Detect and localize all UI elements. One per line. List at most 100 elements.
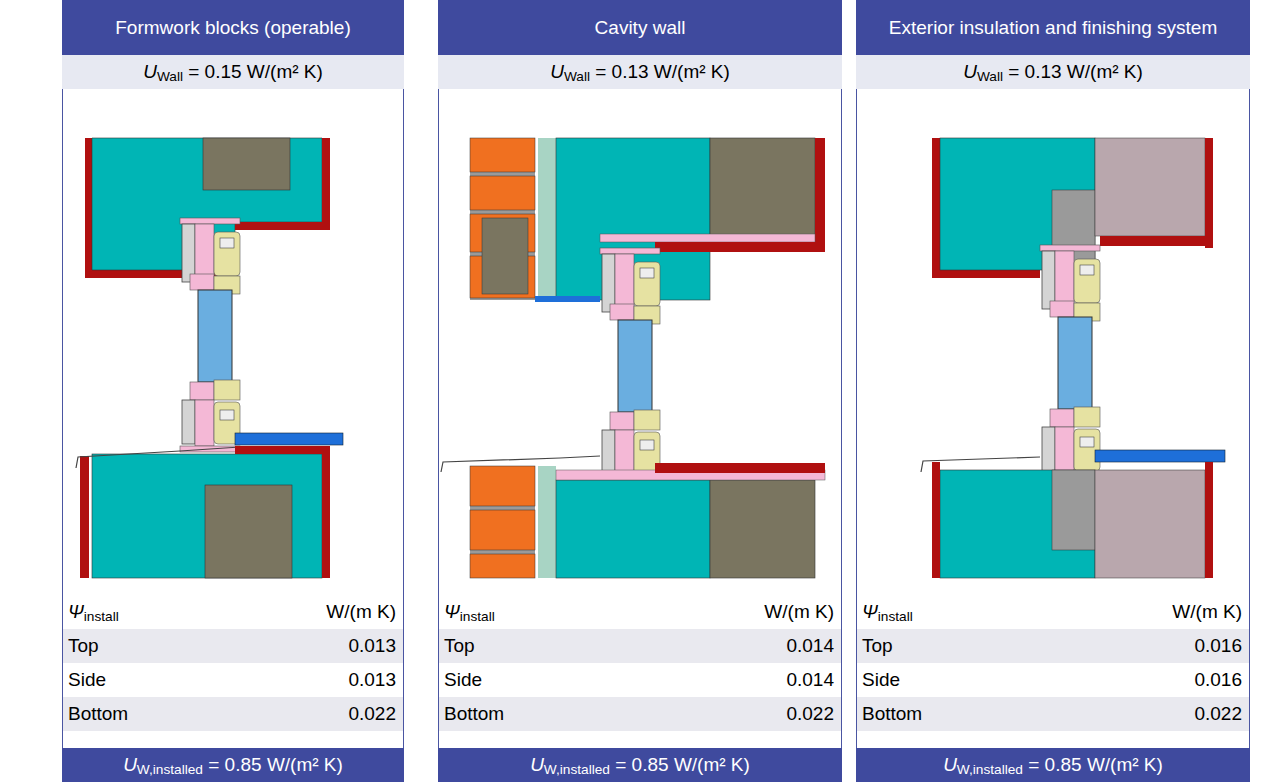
drawing-part: [535, 296, 600, 302]
symbol: U: [963, 61, 977, 82]
subscript: install: [460, 609, 495, 624]
drawing-part: [92, 454, 322, 578]
table-value: 0.022: [348, 703, 396, 726]
wall-u-value-band-text: UWall = 0.15 W/(m² K): [143, 60, 323, 84]
drawing-part: [63, 1, 404, 782]
table-row-label: Side: [444, 669, 482, 692]
drawing-part: [940, 470, 1095, 578]
drawing-part: [1052, 470, 1095, 550]
drawing-part: [556, 480, 710, 578]
wall-u-value-band: UWall = 0.13 W/(m² K): [438, 55, 842, 89]
table-value: 0.016: [1194, 635, 1242, 658]
drawing-part: [600, 248, 660, 482]
subscript: Wall: [157, 70, 183, 85]
table-row-label: Ψinstall: [862, 601, 913, 624]
table-row-label: Top: [68, 635, 99, 658]
table-row-label: Bottom: [68, 703, 128, 726]
drawing-part: [470, 176, 535, 210]
symbol: U: [530, 754, 544, 775]
table-value: W/(m K): [1172, 601, 1242, 624]
table-row-label: Top: [862, 635, 893, 658]
panel-header-text: Exterior insulation and finishing system: [889, 16, 1217, 40]
installed-u-value-band-text: UW,installed = 0.85 W/(m² K): [530, 753, 750, 777]
table-row-label: Side: [68, 669, 106, 692]
table-value: 0.013: [348, 669, 396, 692]
drawing-part: [655, 463, 825, 473]
drawing-part: [655, 242, 825, 252]
panel-header: Cavity wall: [438, 0, 842, 55]
drawing-part: [439, 1, 842, 782]
panel-header: Formwork blocks (operable): [62, 0, 404, 55]
drawing-part: [205, 485, 292, 578]
drawing-part: [76, 447, 240, 468]
value: = 0.85 W/(m² K): [203, 754, 343, 775]
installed-u-value-band: UW,installed = 0.85 W/(m² K): [438, 748, 842, 782]
wall-u-value-band-text: UWall = 0.13 W/(m² K): [963, 60, 1143, 84]
drawing-part: [322, 138, 330, 230]
drawing-part: [235, 446, 330, 454]
table-row-label: Bottom: [862, 703, 922, 726]
drawing-part: [482, 218, 528, 294]
eifs-section: [921, 138, 1225, 578]
table-value: W/(m K): [764, 601, 834, 624]
symbol: Ψ: [68, 601, 84, 622]
value: = 0.13 W/(m² K): [1003, 61, 1143, 82]
table-row-label: Ψinstall: [444, 601, 495, 624]
subscript: W,installed: [957, 763, 1023, 778]
table-row-label: Ψinstall: [68, 601, 119, 624]
drawing-part: [235, 222, 330, 230]
subscript: Wall: [564, 70, 590, 85]
drawing-part: [322, 446, 330, 578]
symbol: U: [123, 754, 137, 775]
table-value: W/(m K): [326, 601, 396, 624]
drawing-part: [438, 629, 842, 663]
drawing-part: [815, 138, 825, 250]
drawing-part: [1095, 450, 1225, 462]
symbol: U: [943, 754, 957, 775]
subscript: install: [878, 609, 913, 624]
table-value: 0.022: [1194, 703, 1242, 726]
formwork-block-section: [76, 138, 343, 578]
table-row-label: Side: [862, 669, 900, 692]
table-value: 0.022: [786, 703, 834, 726]
table-value: 0.016: [1194, 669, 1242, 692]
symbol: U: [143, 61, 157, 82]
drawing-part: [1095, 470, 1205, 578]
drawing-part: [80, 456, 89, 578]
installed-u-value-band-text: UW,installed = 0.85 W/(m² K): [123, 753, 343, 777]
table-row-label: Bottom: [444, 703, 504, 726]
cavity-wall-section: [441, 138, 825, 578]
drawing-part: [856, 697, 1250, 731]
subscript: Wall: [977, 70, 1003, 85]
drawing-part: [1205, 462, 1213, 578]
installed-u-value-band-text: UW,installed = 0.85 W/(m² K): [943, 753, 1163, 777]
symbol: Ψ: [444, 601, 460, 622]
subscript: install: [84, 609, 119, 624]
panel-header: Exterior insulation and finishing system: [856, 0, 1250, 55]
panel-header-text: Cavity wall: [595, 16, 686, 40]
drawing-part: [203, 138, 290, 190]
installed-u-value-band: UW,installed = 0.85 W/(m² K): [62, 748, 404, 782]
drawing-part: [932, 462, 940, 578]
drawing-part: [470, 466, 535, 506]
drawing-part: [438, 697, 842, 731]
table-rows: [62, 629, 1250, 731]
drawing-part: [470, 138, 535, 172]
drawing-part: [470, 510, 535, 550]
value: = 0.85 W/(m² K): [1023, 754, 1163, 775]
drawing-part: [857, 1, 1250, 782]
drawing-part: [180, 218, 240, 452]
drawing-part: [710, 480, 815, 578]
table-value: 0.014: [786, 635, 834, 658]
table-value: 0.013: [348, 635, 396, 658]
panel-frames: [63, 1, 1250, 782]
drawing-part: [470, 138, 535, 300]
table-row-label: Top: [444, 635, 475, 658]
drawing-part: [538, 138, 556, 300]
wall-u-value-band-text: UWall = 0.13 W/(m² K): [550, 60, 730, 84]
value: = 0.85 W/(m² K): [610, 754, 750, 775]
